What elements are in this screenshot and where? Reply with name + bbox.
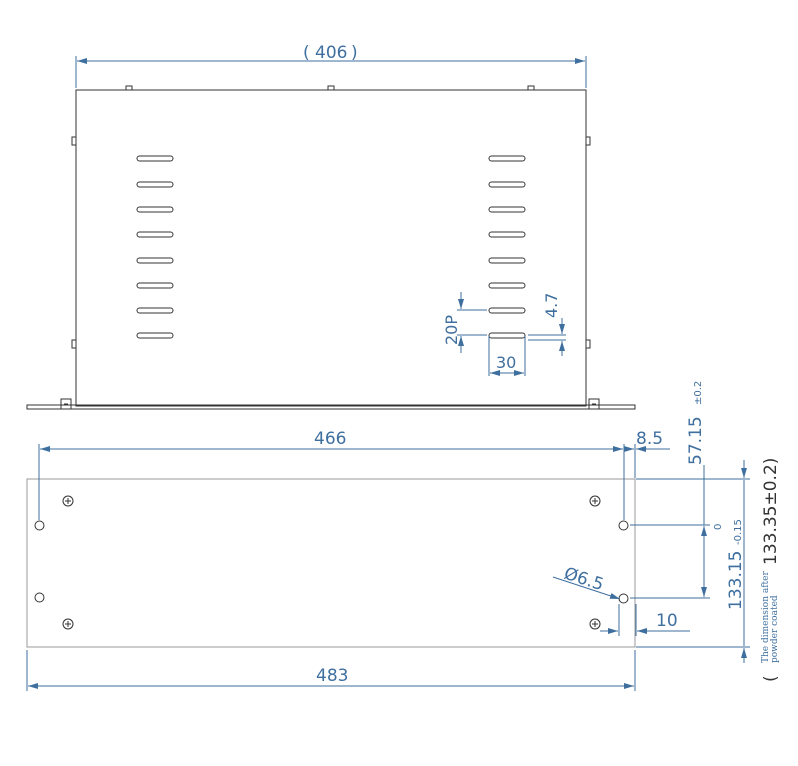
- dim-133.15-tol-lower: -0.15: [733, 519, 744, 545]
- top-tab: [327, 85, 335, 91]
- side-tab: [71, 339, 77, 349]
- dim-8.5-label: 8.5: [636, 429, 663, 449]
- screw-icon: [62, 495, 74, 507]
- coated-note-line1: The dimension after: [761, 571, 771, 663]
- dim-20p-label: 20P: [442, 315, 461, 345]
- dim-57.15-tolerance: ±0.2: [693, 381, 704, 405]
- top-tab: [125, 85, 133, 91]
- mounting-flange: [26, 404, 636, 410]
- dim-466-label: 466: [314, 429, 346, 449]
- flange-screw: [588, 398, 600, 410]
- dim-30-label: 30: [496, 353, 516, 372]
- dim-133.15-tol-upper: 0: [713, 524, 724, 530]
- top-view: ( 406 ) 20P 4.7 30: [26, 43, 636, 410]
- dim-10-label: 10: [656, 611, 678, 631]
- screw-icon: [62, 618, 74, 630]
- side-tab: [71, 136, 77, 146]
- dim-483-label: 483: [316, 666, 348, 686]
- flange-screw: [60, 398, 72, 410]
- front-panel-outline: [26, 478, 636, 648]
- screw-icon: [589, 618, 601, 630]
- dim-hole-diameter-label: Ø6.5: [561, 564, 606, 596]
- side-tab: [585, 339, 591, 349]
- side-tab: [585, 136, 591, 146]
- mounting-slot: [618, 520, 629, 531]
- vent-slots-right: [488, 155, 526, 339]
- dim-133.15-label: 133.15: [726, 551, 746, 610]
- coated-note-line2: powder coated: [770, 595, 780, 663]
- mounting-slot: [618, 593, 629, 604]
- screw-icon: [589, 495, 601, 507]
- dim-406-paren-open: (: [303, 43, 310, 63]
- coated-note-paren: (: [761, 675, 781, 682]
- mounting-slot: [34, 520, 45, 531]
- dim-57.15-label: 57.15: [686, 416, 706, 465]
- top-tab: [527, 85, 535, 91]
- front-view: 466 8.5 57.15 ±0.2 133.15 0 -0.15 Ø6.5 1…: [26, 381, 781, 691]
- dim-406-paren-close: ): [351, 43, 358, 63]
- dim-hole-diameter-leader: [552, 576, 621, 600]
- dim-4.7-label: 4.7: [542, 293, 561, 318]
- dim-406-label: 406: [315, 43, 347, 63]
- vent-slots-left: [136, 155, 174, 339]
- coated-note-value: 133.35±0.2): [761, 458, 781, 565]
- mounting-slot: [34, 592, 45, 603]
